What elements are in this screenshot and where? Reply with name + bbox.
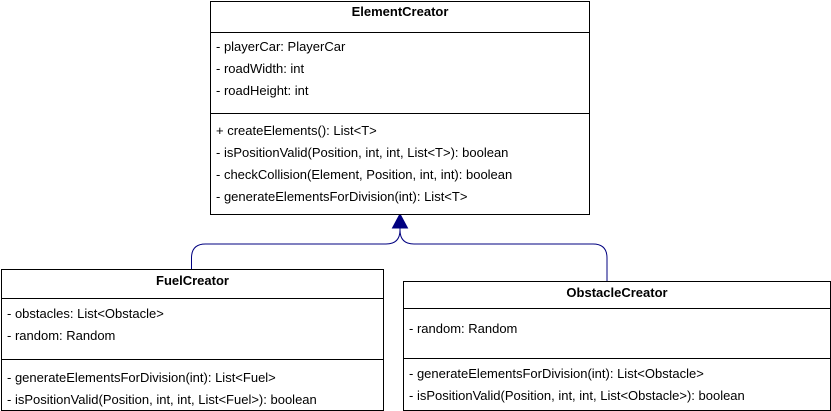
obstacle-creator-class[interactable]: ObstacleCreator - random: Random - gener… (403, 281, 831, 411)
divider (2, 298, 383, 299)
attributes-section: - playerCar: PlayerCar - roadWidth: int … (211, 33, 589, 113)
divider (2, 359, 383, 360)
operation: - isPositionValid(Position, int, int, Li… (409, 388, 745, 403)
operation: - isPositionValid(Position, int, int, Li… (7, 392, 317, 407)
generalization-arrowhead (391, 212, 409, 229)
operation: - checkCollision(Element, Position, int,… (216, 167, 513, 182)
operation: - generateElementsForDivision(int): List… (409, 366, 704, 381)
operations-section: - generateElementsForDivision(int): List… (2, 360, 383, 411)
divider (211, 113, 589, 114)
operation: + createElements(): List<T> (216, 123, 377, 138)
attribute: - random: Random (409, 321, 518, 336)
divider (404, 358, 830, 359)
element-creator-class[interactable]: ElementCreator - playerCar: PlayerCar - … (210, 1, 590, 215)
attribute: - random: Random (7, 328, 116, 343)
fuelcreator-generalization-edge (191, 227, 401, 270)
attribute: - obstacles: List<Obstacle> (7, 306, 164, 321)
class-name: ObstacleCreator (566, 285, 668, 300)
attribute: - playerCar: PlayerCar (216, 39, 346, 54)
fuel-creator-class[interactable]: FuelCreator - obstacles: List<Obstacle> … (1, 269, 384, 411)
attributes-section: - obstacles: List<Obstacle> - random: Ra… (2, 299, 383, 359)
operation: - isPositionValid(Position, int, int, Li… (216, 145, 509, 160)
divider (404, 308, 830, 309)
operations-section: - generateElementsForDivision(int): List… (404, 359, 830, 407)
attribute: - roadWidth: int (216, 61, 305, 76)
obstaclecreator-generalization-edge (399, 227, 608, 282)
attribute: - roadHeight: int (216, 83, 309, 98)
operation: - generateElementsForDivision(int): List… (216, 189, 468, 204)
attributes-section: - random: Random (404, 309, 830, 358)
divider (211, 32, 589, 33)
class-name: ElementCreator (351, 4, 449, 19)
operation: - generateElementsForDivision(int): List… (7, 370, 276, 385)
operations-section: + createElements(): List<T> - isPosition… (211, 114, 589, 208)
class-name: FuelCreator (156, 273, 229, 288)
